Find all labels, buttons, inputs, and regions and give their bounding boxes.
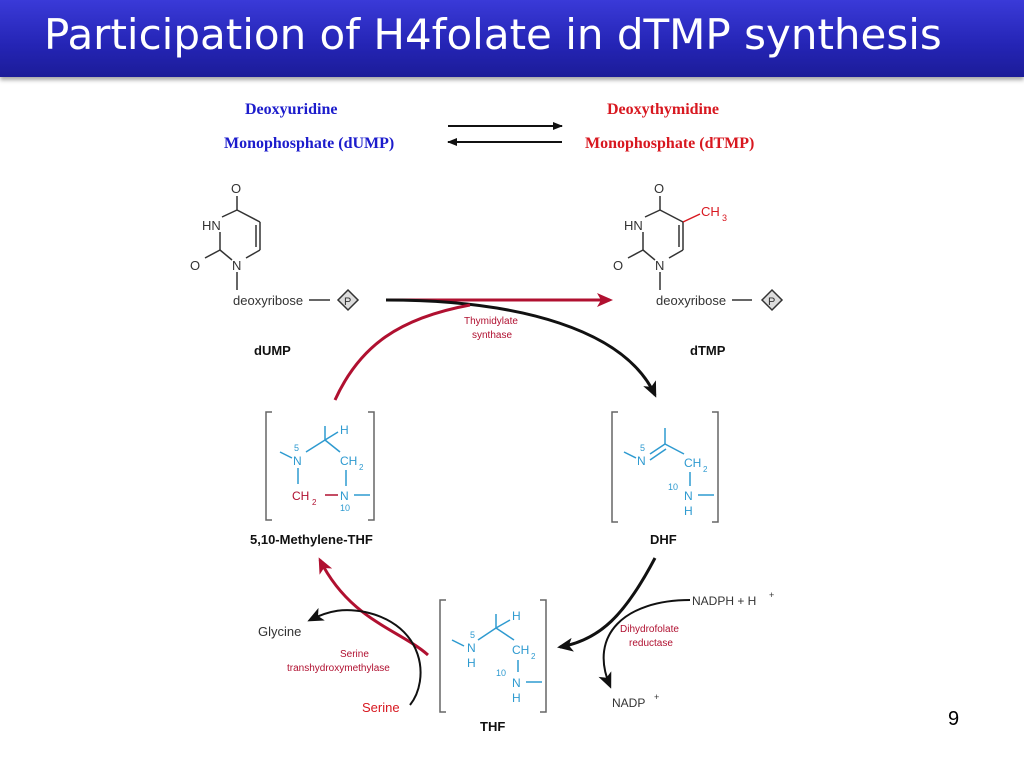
mthf-n5-num: 5 <box>294 443 299 453</box>
dump-phosphate: P <box>344 296 351 308</box>
thf-n5-h: H <box>467 656 476 670</box>
dump-label: dUMP <box>254 343 291 358</box>
dump-sugar: deoxyribose <box>233 293 303 308</box>
methylene-thf-red-arc <box>333 303 471 401</box>
nadph-arrow <box>598 599 691 689</box>
dtmp-methyl: CH <box>701 204 720 219</box>
serine-label: Serine <box>362 700 400 715</box>
dtmp-atom-o-top: O <box>654 181 664 196</box>
thf-n5-num: 5 <box>470 630 475 640</box>
page-number: 9 <box>948 708 960 730</box>
mthf-n10: N <box>340 489 349 503</box>
mthf-atom-h: H <box>340 423 349 437</box>
thf-atom-h-bottom: H <box>512 691 521 705</box>
dump-atom-o-left: O <box>190 258 200 273</box>
enzyme-shmt-line1: Serine <box>340 649 369 660</box>
dhf-ch2: CH <box>684 456 701 470</box>
dtmp-name-line2: Monophosphate (dTMP) <box>585 135 755 152</box>
dtmp-name-line1: Deoxythymidine <box>607 101 719 118</box>
thf-n10: N <box>512 676 521 690</box>
dump-name-line2: Monophosphate (dUMP) <box>224 135 395 152</box>
dhf-n5: N <box>637 454 646 468</box>
mthf-bridge-sub: 2 <box>312 498 317 507</box>
serine-to-glycine-arrow <box>307 607 422 706</box>
thf-n5: N <box>467 641 476 655</box>
equilibrium-arrows <box>447 122 563 146</box>
dhf-structure <box>611 411 719 523</box>
mthf-n10-num: 10 <box>340 503 350 513</box>
nadp-label: NADP <box>612 696 645 710</box>
enzyme-ts-line1: Thymidylate <box>464 316 518 327</box>
nadph-label: NADPH + H <box>692 594 756 608</box>
dhf-to-thf-arrow <box>557 557 657 652</box>
enzyme-shmt-line2: transhydroxymethylase <box>287 663 390 674</box>
enzyme-dhfr-line1: Dihydrofolate <box>620 624 679 635</box>
enzyme-dhfr-line2: reductase <box>629 638 673 649</box>
dump-atom-n: N <box>232 258 241 273</box>
title-bar: Participation of H4folate in dTMP synthe… <box>0 0 1024 77</box>
cofactor-to-dhf-arrow <box>385 298 657 398</box>
dhf-n10: N <box>684 489 693 503</box>
dump-atom-o-top: O <box>231 181 241 196</box>
dtmp-methyl-sub: 3 <box>722 213 727 223</box>
thf-ch2-sub: 2 <box>531 652 536 661</box>
mthf-ch2: CH <box>340 454 357 468</box>
dtmp-atom-n: N <box>655 258 664 273</box>
mthf-bridge-ch2: CH <box>292 489 309 503</box>
glycine-label: Glycine <box>258 624 301 639</box>
dtmp-phosphate: P <box>768 296 775 308</box>
nadp-sup: + <box>654 692 659 702</box>
mthf-n5: N <box>293 454 302 468</box>
thf-label: THF <box>480 719 505 734</box>
methylene-thf-label: 5,10-Methylene-THF <box>250 532 373 547</box>
mthf-ch2-sub: 2 <box>359 463 364 472</box>
thf-structure <box>439 599 547 713</box>
thf-atom-h-top: H <box>512 609 521 623</box>
dtmp-label: dTMP <box>690 343 726 358</box>
dhf-n10-num: 10 <box>668 482 678 492</box>
dtmp-structure <box>627 196 784 312</box>
thf-to-methylene-thf-arrow <box>318 557 429 657</box>
dump-atom-hn: HN <box>202 218 221 233</box>
dhf-label: DHF <box>650 532 677 547</box>
slide-title: Participation of H4folate in dTMP synthe… <box>44 10 942 59</box>
thf-n10-num: 10 <box>496 668 506 678</box>
dhf-ch2-sub: 2 <box>703 465 708 474</box>
dump-structure <box>204 196 360 312</box>
dhf-n5-num: 5 <box>640 443 645 453</box>
methylene-thf-structure <box>265 411 375 521</box>
dump-name-line1: Deoxyuridine <box>245 101 338 118</box>
dtmp-atom-o-left: O <box>613 258 623 273</box>
thf-ch2: CH <box>512 643 529 657</box>
dtmp-sugar: deoxyribose <box>656 293 726 308</box>
dtmp-atom-hn: HN <box>624 218 643 233</box>
enzyme-ts-line2: synthase <box>472 330 512 341</box>
dhf-atom-h: H <box>684 504 693 518</box>
nadph-sup: + <box>769 590 774 600</box>
